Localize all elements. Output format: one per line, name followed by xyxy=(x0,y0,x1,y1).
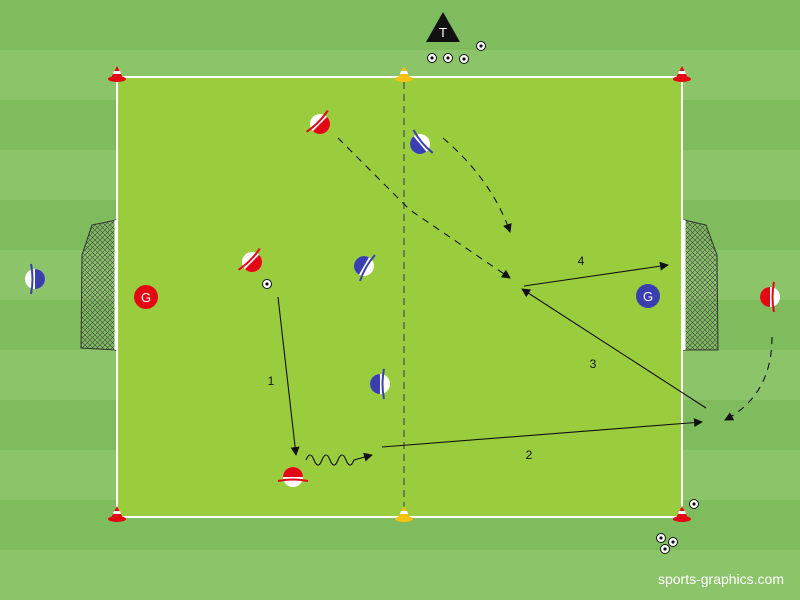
right-goal xyxy=(682,219,719,351)
cone-top-left xyxy=(108,66,126,82)
player-red-2 xyxy=(238,248,262,272)
player-red-3 xyxy=(277,467,309,487)
pass-label-1: 1 xyxy=(268,374,275,388)
balls-top xyxy=(427,41,486,64)
goalkeeper-red-label: G xyxy=(141,290,151,305)
player-blue-4 xyxy=(25,263,45,295)
cone-bottom-right xyxy=(673,506,691,522)
player-red-1 xyxy=(306,110,330,134)
player-red-4 xyxy=(760,281,780,313)
player-blue-2 xyxy=(354,254,376,282)
watermark: sports-graphics.com xyxy=(658,571,784,587)
run-line-red xyxy=(337,137,511,279)
player-blue-1 xyxy=(410,129,434,154)
ball-with-player xyxy=(262,279,272,289)
run-lines xyxy=(277,137,773,466)
coach-marker: T xyxy=(426,12,460,42)
pass-line-4 xyxy=(523,261,669,287)
cone-top-right xyxy=(673,66,691,82)
run-line-blue xyxy=(442,137,512,233)
dribble-line xyxy=(305,452,373,466)
playing-area xyxy=(116,76,683,518)
goalkeeper-blue: G xyxy=(636,284,660,308)
player-blue-3 xyxy=(370,368,390,400)
coach-label: T xyxy=(439,25,447,40)
pass-label-4: 4 xyxy=(578,254,585,268)
goalkeeper-red: G xyxy=(134,285,158,309)
pass-line-3 xyxy=(521,288,707,409)
pass-line-2 xyxy=(381,418,703,448)
pass-label-2: 2 xyxy=(526,448,533,462)
pass-line-1 xyxy=(277,296,300,456)
balls-bottom-right xyxy=(656,499,699,554)
left-goal xyxy=(80,219,118,351)
goalkeeper-blue-label: G xyxy=(643,289,653,304)
cone-bottom-middle xyxy=(395,506,413,522)
pass-label-3: 3 xyxy=(590,357,597,371)
cone-bottom-left xyxy=(108,506,126,522)
cone-top-middle xyxy=(395,66,413,82)
